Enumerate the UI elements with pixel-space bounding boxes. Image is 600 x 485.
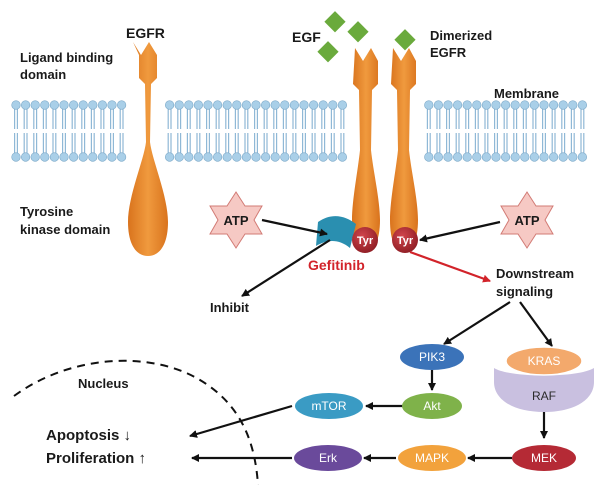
dimerized-label-1: Dimerized	[430, 28, 492, 43]
nucleus-boundary	[13, 359, 259, 485]
atp-right: ATP	[500, 191, 554, 249]
arrow-inhibit	[241, 239, 331, 297]
egf-label: EGF	[292, 29, 321, 45]
kras-label: KRAS	[528, 354, 561, 368]
pik3-label: PIK3	[419, 350, 445, 364]
arrow-to-pik3	[443, 301, 511, 345]
erk-label: Erk	[319, 451, 338, 465]
downstream-label-1: Downstream	[496, 266, 574, 281]
dimerized-egfr-left	[352, 48, 380, 252]
ligand-binding-label-2: domain	[20, 67, 66, 82]
tyr-left-label: Tyr	[357, 235, 374, 247]
arrow-to-kras	[519, 301, 553, 347]
raf-label: RAF	[532, 389, 556, 403]
kras-node: KRAS	[505, 346, 583, 376]
mek-label: MEK	[531, 451, 557, 465]
arrow-atp-to-drug	[261, 218, 328, 237]
akt-label: Akt	[423, 399, 441, 413]
tyrosine-label-2: kinase domain	[20, 222, 110, 237]
pik3-node: PIK3	[400, 344, 464, 370]
tyrosine-label-1: Tyrosine	[20, 204, 73, 219]
atp-left-label: ATP	[223, 213, 248, 228]
atp-right-label: ATP	[514, 213, 539, 228]
gefitinib-drug-icon	[316, 216, 356, 248]
apoptosis-label: Apoptosis ↓	[46, 427, 131, 444]
gefitinib-label: Gefitinib	[308, 257, 365, 273]
atp-left: ATP	[209, 191, 263, 249]
mek-node: MEK	[512, 445, 576, 471]
mtor-node: mTOR	[295, 393, 363, 419]
downstream-label-2: signaling	[496, 284, 553, 299]
arrow-atp-to-tyr	[419, 220, 501, 243]
raf-node: RAF	[494, 368, 594, 412]
arrows	[189, 218, 553, 462]
tyr-right: Tyr	[392, 227, 418, 253]
egf-ligands	[317, 11, 416, 63]
erk-node: Erk	[294, 445, 362, 471]
egfr-monomer	[128, 42, 168, 256]
dimerized-label-2: EGFR	[430, 45, 467, 60]
akt-node: Akt	[402, 393, 462, 419]
ligand-binding-label-1: Ligand binding	[20, 50, 113, 65]
proliferation-label: Proliferation ↑	[46, 450, 146, 467]
inhibit-label: Inhibit	[210, 300, 250, 315]
mtor-label: mTOR	[311, 399, 346, 413]
nucleus-label: Nucleus	[78, 376, 129, 391]
cell-membrane	[11, 100, 588, 162]
mapk-label: MAPK	[415, 451, 449, 465]
membrane-label: Membrane	[494, 86, 559, 101]
tyr-left: Tyr	[352, 227, 378, 253]
egfr-label: EGFR	[126, 25, 165, 41]
tyr-right-label: Tyr	[397, 235, 414, 247]
dimerized-egfr-right	[390, 48, 418, 252]
mapk-node: MAPK	[398, 445, 466, 471]
arrow-activation	[409, 250, 491, 283]
